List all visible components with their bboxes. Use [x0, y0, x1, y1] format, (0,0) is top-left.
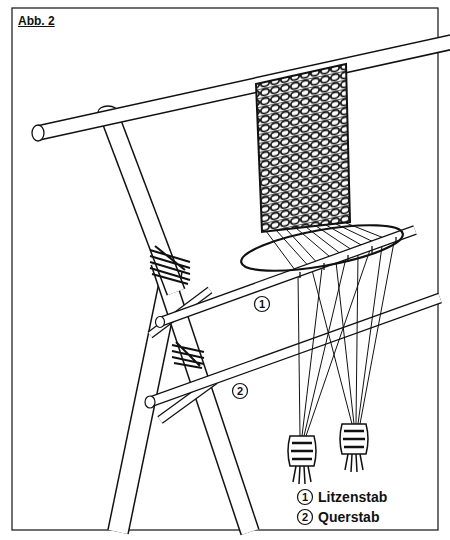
legend-number: 1 [302, 492, 308, 503]
legend-number: 2 [302, 512, 308, 523]
callout-number: 1 [259, 299, 265, 310]
figure-title: Abb. 2 [18, 15, 55, 27]
legend-text: Querstab [318, 510, 379, 524]
callout-number: 2 [237, 386, 243, 397]
legend-text: Litzenstab [318, 490, 387, 504]
